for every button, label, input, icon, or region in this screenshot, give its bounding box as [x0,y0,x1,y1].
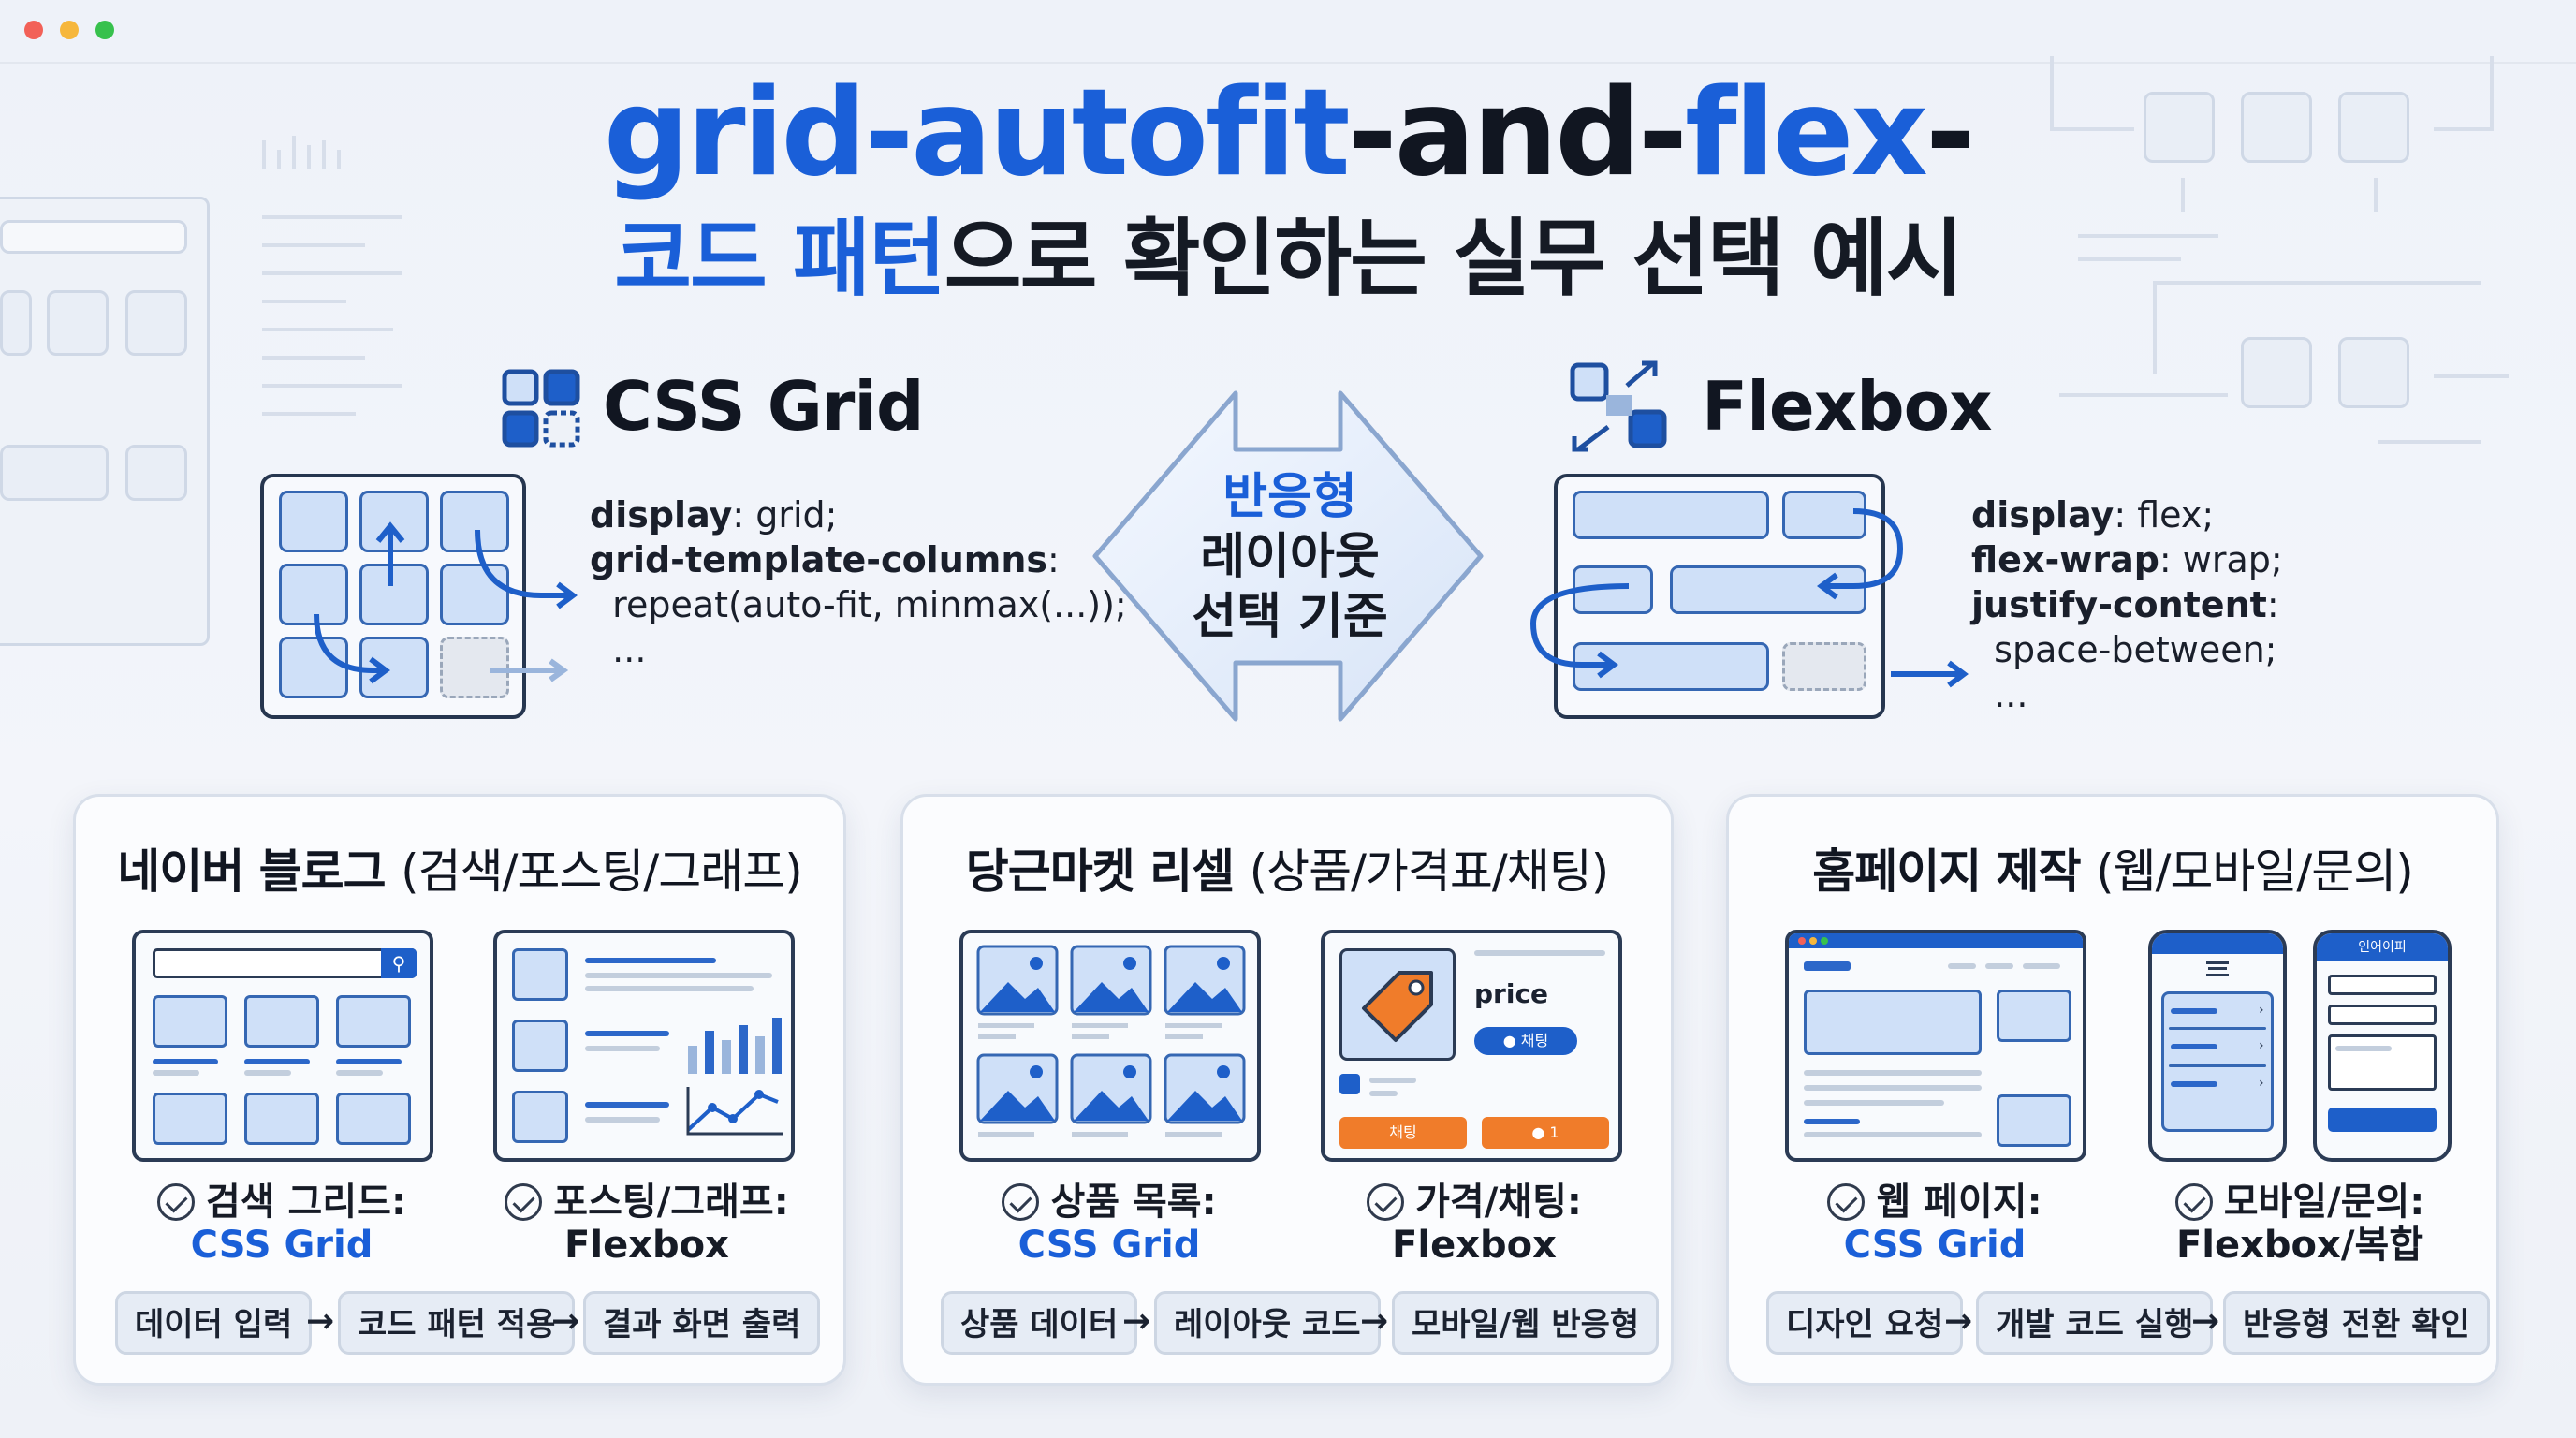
step-arrow-icon: → [306,1302,335,1341]
subtitle-rest: 으로 확인하는 실무 선택 예시 [944,210,1964,308]
flexbox-icon [1570,360,1667,452]
grid-diagram [260,474,526,719]
price-chat-label: 가격/채팅:Flexbox [1296,1181,1652,1267]
grid-icon [502,369,580,448]
step-pill: 레이아웃 코드 [1154,1291,1381,1355]
step-pill: 결과 화면 출력 [583,1291,821,1355]
image-icon [976,945,1246,1137]
price-chat-thumbnail: price ● 채팅 채팅 ● 1 [1321,930,1622,1162]
web-page-label: 웹 페이지:CSS Grid [1766,1181,2103,1267]
card-naver-blog: 네이버 블로그 (검색/포스팅/그래프) ⚲ [73,794,846,1386]
window-minimize-dot[interactable] [60,21,79,39]
search-icon: ⚲ [381,948,417,978]
price-tag-icon [1362,971,1433,1042]
window-maximize-dot[interactable] [95,21,114,39]
subtitle-highlight: 코드 패턴 [614,210,946,308]
step-arrow-icon: → [1944,1302,1973,1341]
web-page-thumbnail [1785,930,2086,1162]
flexbox-wrap-arrows [1530,508,1904,679]
css-grid-heading: CSS Grid [603,367,925,446]
flex-code-line: space-between; [1971,629,2277,670]
flex-code-line: flex-wrap: wrap; [1971,539,2283,580]
check-icon [1002,1183,1040,1221]
check-icon [1367,1183,1405,1221]
center-line-3: 선택 기준 [1192,589,1388,645]
card-homepage: 홈페이지 제작 (웹/모바일/문의) › › › 인어이피 [1726,794,2499,1386]
posting-graph-thumbnail [493,930,795,1162]
check-icon [2174,1183,2213,1221]
flex-code-line: display: flex; [1971,494,2215,536]
mobile-menu-thumbnail: › › › [2148,930,2287,1162]
grid-flow-arrows [314,521,578,684]
step-arrow-icon: → [1360,1302,1389,1341]
mobile-contact-thumbnail: 인어이피 [2313,930,2452,1162]
flexbox-heading: Flexbox [1702,367,1993,446]
product-grid-thumbnail [959,930,1261,1162]
message-count-button[interactable]: ● 1 [1482,1117,1609,1149]
step-pill: 반응형 전환 확인 [2223,1291,2490,1355]
center-line-1: 반응형 [1222,469,1357,525]
grid-code-line: ... [590,629,647,670]
grid-code-line: repeat(auto-fit, minmax(...)); [590,584,1127,625]
bar-chart-icon [686,1018,783,1136]
step-arrow-icon: → [1122,1302,1151,1341]
step-arrow-icon: → [551,1302,580,1341]
page-title: grid-autofit-and-flex- [0,64,2576,204]
step-pill: 모바일/웹 반응형 [1392,1291,1660,1355]
step-pill: 상품 데이터 [941,1291,1138,1355]
title-part-dash: - [1925,64,1975,203]
step-pill: 데이터 입력 [115,1291,313,1355]
check-icon [505,1183,543,1221]
product-list-label: 상품 목록:CSS Grid [941,1181,1278,1267]
title-part-grid-autofit: grid-autofit [603,64,1351,203]
card-title: 당근마켓 리셀 (상품/가격표/채팅) [965,844,1610,899]
flex-code-line: ... [1971,674,2028,715]
chat-button[interactable]: 채팅 [1339,1117,1467,1149]
page-subtitle: 코드 패턴으로 확인하는 실무 선택 예시 [0,208,2576,311]
step-pill: 디자인 요청 [1766,1291,1964,1355]
flex-code-line: justify-content: [1971,584,2279,625]
chat-badge: ● 채팅 [1474,1027,1577,1055]
step-pill: 개발 코드 실행 [1976,1291,2214,1355]
responsive-diamond-arrow [1092,390,1484,722]
card-daangn-resell: 당근마켓 리셀 (상품/가격표/채팅) [900,794,1674,1386]
posting-graph-label: 포스팅/그래프:Flexbox [469,1181,825,1267]
search-grid-thumbnail: ⚲ [132,930,433,1162]
mobile-contact-label: 모바일/문의:Flexbox/복합 [2174,1181,2425,1267]
step-arrow-icon: → [2191,1302,2220,1341]
card-title: 네이버 블로그 (검색/포스팅/그래프) [117,844,803,899]
mobile-header: 인어이피 [2317,933,2448,961]
title-part-and: -and- [1347,64,1688,203]
window-close-dot[interactable] [24,21,43,39]
grid-code-line: display: grid; [590,494,838,536]
card-title: 홈페이지 제작 (웹/모바일/문의) [1812,844,2414,899]
title-part-flex: flex [1685,64,1928,203]
price-text: price [1474,978,1549,1009]
center-line-2: 레이아웃 [1200,529,1380,585]
check-icon [157,1183,196,1221]
check-icon [1827,1183,1866,1221]
search-grid-label: 검색 그리드:CSS Grid [113,1181,450,1267]
flexbox-out-arrow [1891,660,1969,688]
submit-button[interactable] [2328,1108,2437,1132]
step-pill: 코드 패턴 적용 [338,1291,576,1355]
grid-code-line: grid-template-columns: [590,539,1060,580]
hamburger-icon [2206,961,2229,976]
